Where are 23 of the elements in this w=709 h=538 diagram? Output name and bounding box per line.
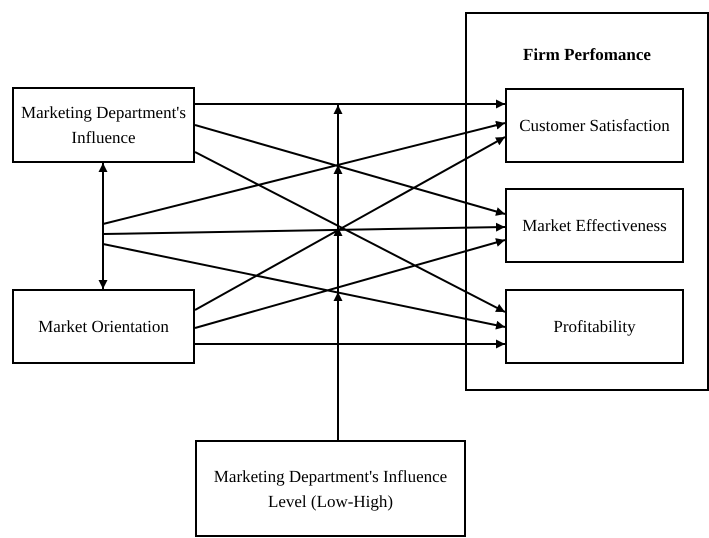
arrow	[98, 163, 108, 289]
node-label: Market Effectiveness	[522, 215, 667, 237]
group-box	[465, 12, 709, 391]
arrow	[195, 100, 505, 108]
arrow	[194, 238, 506, 329]
node-label: Market Orientation	[38, 316, 169, 338]
arrow	[102, 222, 506, 235]
node-label: Profitability	[553, 316, 636, 338]
arrow	[102, 120, 506, 225]
moderator-arrow	[334, 105, 342, 440]
construct-box	[505, 88, 684, 163]
construct-box	[505, 188, 684, 263]
construct-box	[12, 87, 195, 163]
node-label: Customer Satisfaction	[519, 115, 670, 137]
group-heading: Firm Perfomance	[523, 44, 651, 66]
node-label: Marketing Department's Influence Level (Low-High)	[212, 466, 448, 513]
node-label: Marketing Department's Influence	[20, 102, 187, 149]
construct-box	[12, 289, 195, 364]
construct-box	[195, 440, 466, 537]
arrow	[194, 124, 506, 216]
arrow	[102, 243, 506, 330]
arrow	[195, 340, 505, 348]
construct-box	[505, 289, 684, 364]
